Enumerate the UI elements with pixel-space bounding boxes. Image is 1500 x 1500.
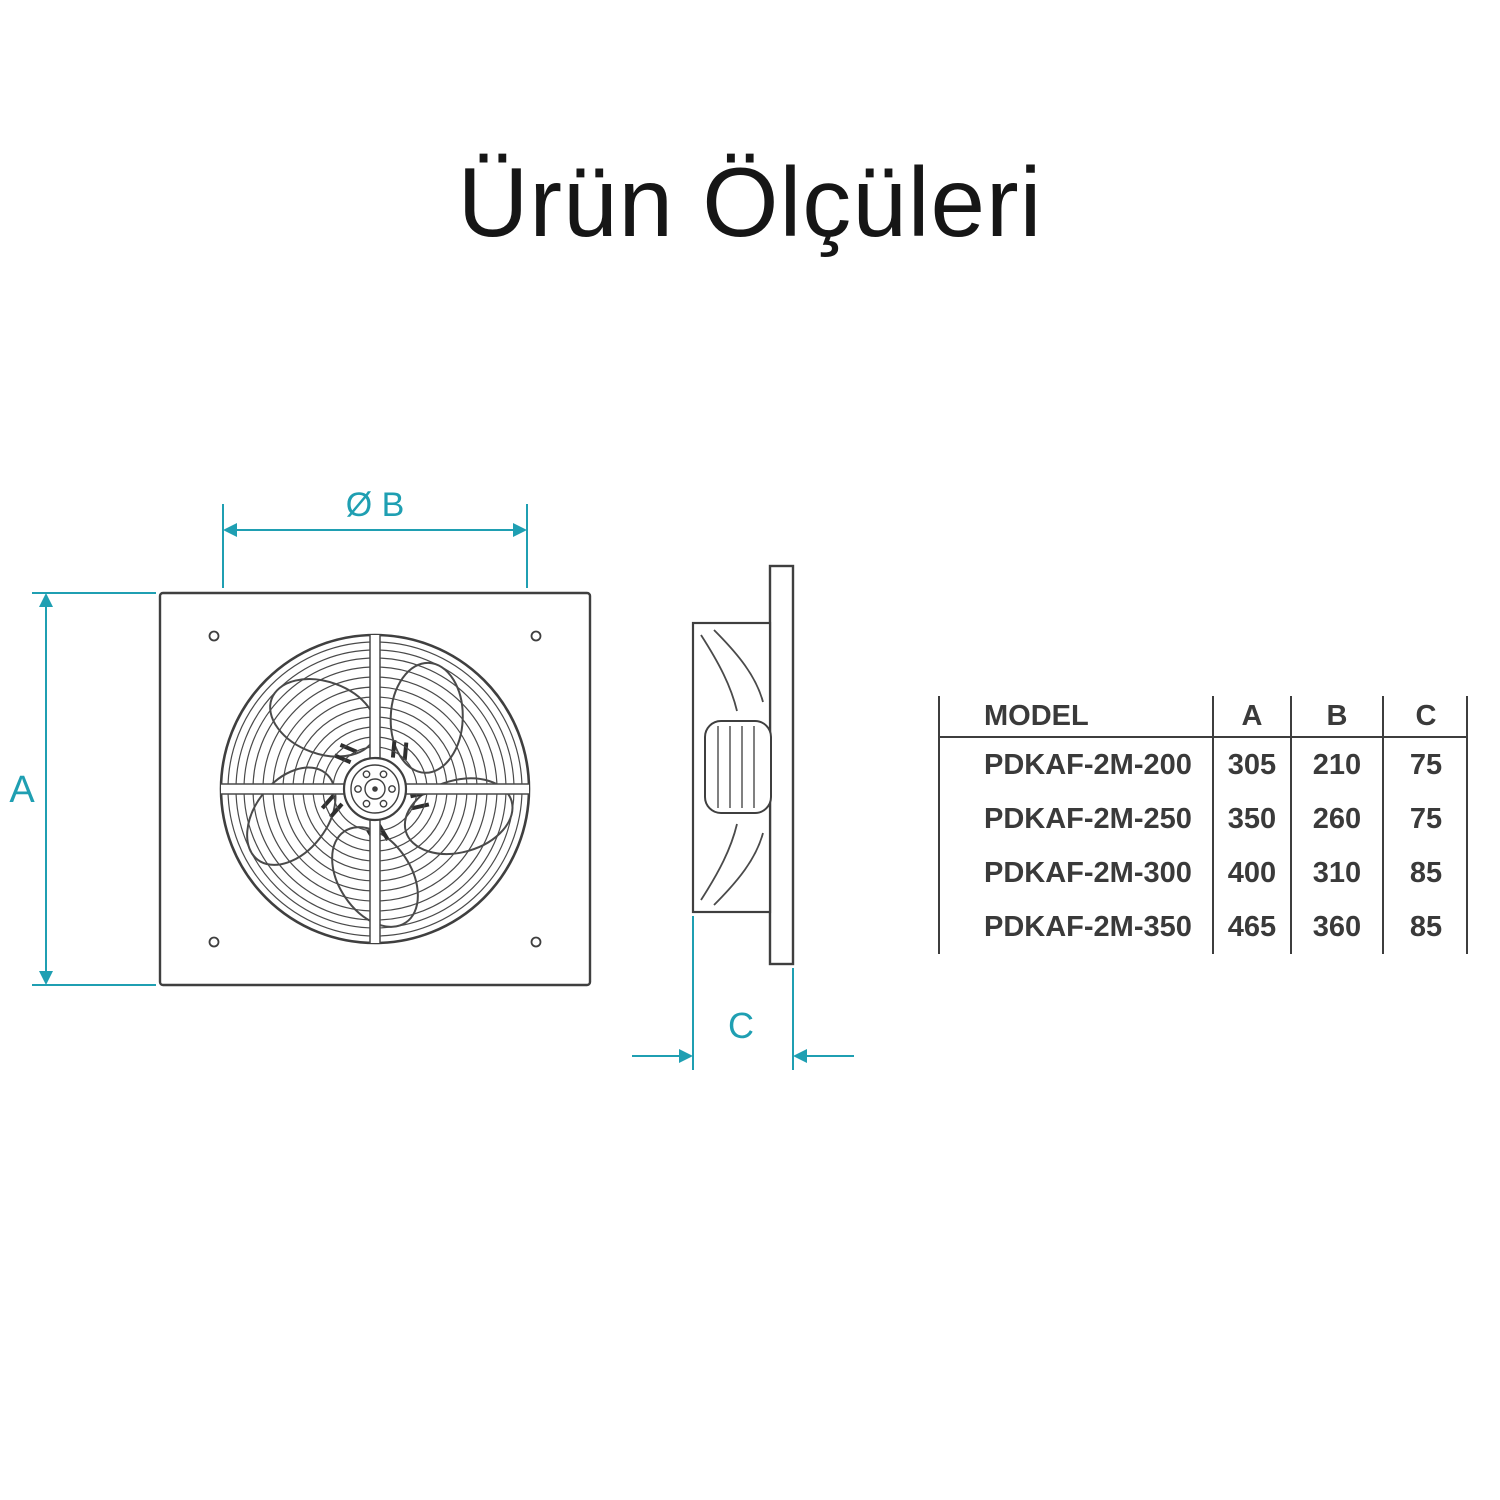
header-a: A: [1212, 696, 1290, 736]
table-header-row: MODEL A B C: [940, 696, 1466, 738]
table-row: PDKAF-2M-250 350 260 75: [940, 792, 1466, 846]
value-c: 85: [1382, 900, 1468, 954]
dimension-c: C: [632, 916, 854, 1070]
dimensions-table: MODEL A B C PDKAF-2M-200 305 210 75 PDKA…: [938, 696, 1468, 954]
value-a: 350: [1212, 792, 1290, 846]
header-model: MODEL: [984, 699, 1089, 732]
value-c: 75: [1382, 792, 1468, 846]
model-name: PDKAF-2M-200: [984, 748, 1192, 781]
table-row: PDKAF-2M-350 465 360 85: [940, 900, 1466, 954]
side-blade-curves: [700, 629, 764, 906]
value-b: 360: [1290, 900, 1382, 954]
value-c: 85: [1382, 846, 1468, 900]
table-row: PDKAF-2M-300 400 310 85: [940, 846, 1466, 900]
header-c: C: [1382, 696, 1468, 736]
value-b: 260: [1290, 792, 1382, 846]
value-b: 310: [1290, 846, 1382, 900]
model-name: PDKAF-2M-300: [984, 856, 1192, 889]
value-b: 210: [1290, 738, 1382, 792]
value-a: 305: [1212, 738, 1290, 792]
table-row: PDKAF-2M-200 305 210 75: [940, 738, 1466, 792]
fan-side-view: C: [632, 564, 854, 1070]
header-b: B: [1290, 696, 1382, 736]
value-a: 465: [1212, 900, 1290, 954]
page-title: Ürün Ölçüleri: [457, 147, 1043, 257]
value-a: 400: [1212, 846, 1290, 900]
model-name: PDKAF-2M-250: [984, 802, 1192, 835]
dim-c-label: C: [728, 1005, 754, 1046]
fan-hub: [342, 756, 408, 822]
dim-b-label: Ø B: [346, 486, 405, 524]
side-motor: [704, 720, 772, 814]
dim-a-label: A: [9, 769, 35, 811]
model-name: PDKAF-2M-350: [984, 910, 1192, 943]
value-c: 75: [1382, 738, 1468, 792]
fan-front-view: Ø B A: [9, 486, 592, 987]
technical-drawing: Ø B A: [9, 486, 854, 1070]
dimension-a: A: [9, 592, 156, 986]
dimension-b: Ø B: [222, 486, 528, 588]
side-mounting-plate: [768, 564, 795, 966]
plate-screw-holes: [208, 630, 542, 948]
